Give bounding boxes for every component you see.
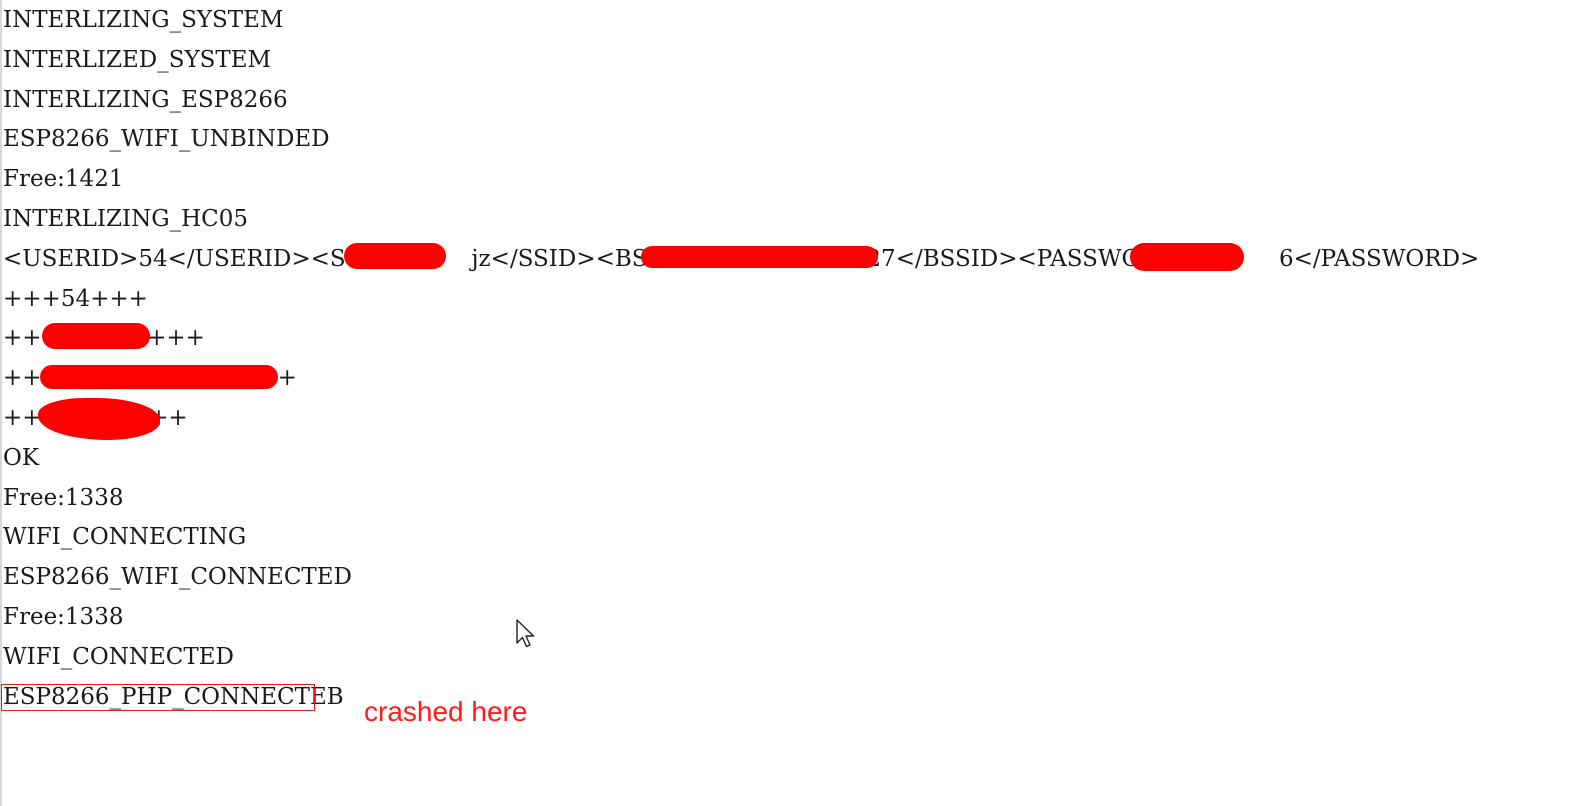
log-line: Free:1421: [3, 166, 124, 193]
log-line: Free:1338: [3, 603, 124, 630]
log-line: INTERLIZING_HC05: [3, 205, 249, 232]
log-line: WIFI_CONNECTING: [3, 524, 247, 551]
redaction-password-echo: [38, 398, 160, 440]
log-line: ESP8266_WIFI_UNBINDED: [3, 126, 330, 153]
log-line: +++ +++: [3, 404, 188, 431]
redaction-ssid: [344, 243, 446, 269]
redaction-password: [1130, 243, 1244, 271]
log-line: +++54+++: [3, 285, 148, 312]
redaction-ssid-echo: [42, 323, 150, 349]
mouse-pointer-icon: [516, 619, 535, 648]
log-line: INTERLIZING_SYSTEM: [3, 7, 284, 33]
log-line: WIFI_CONNECTED: [3, 643, 234, 670]
redaction-bssid: [641, 246, 878, 268]
crash-annotation: crashed here: [364, 696, 528, 727]
redaction-bssid-echo: [40, 365, 278, 389]
log-line-crash: ESP8266_PHP_CONNECTEB: [3, 683, 344, 710]
crash-highlight-box: [1, 684, 315, 711]
log-line: INTERLIZING_ESP8266: [3, 86, 288, 113]
log-line: +++ +++: [3, 325, 205, 352]
log-line: INTERLIZED_SYSTEM: [3, 46, 272, 73]
log-line: ESP8266_WIFI_CONNECTED: [3, 564, 352, 591]
window-left-border: [0, 0, 2, 806]
log-line: Free:1338: [3, 484, 124, 511]
log-line: OK: [3, 444, 40, 471]
serial-monitor-log[interactable]: INTERLIZING_SYSTEM INTERLIZED_SYSTEM INT…: [3, 0, 1563, 716]
